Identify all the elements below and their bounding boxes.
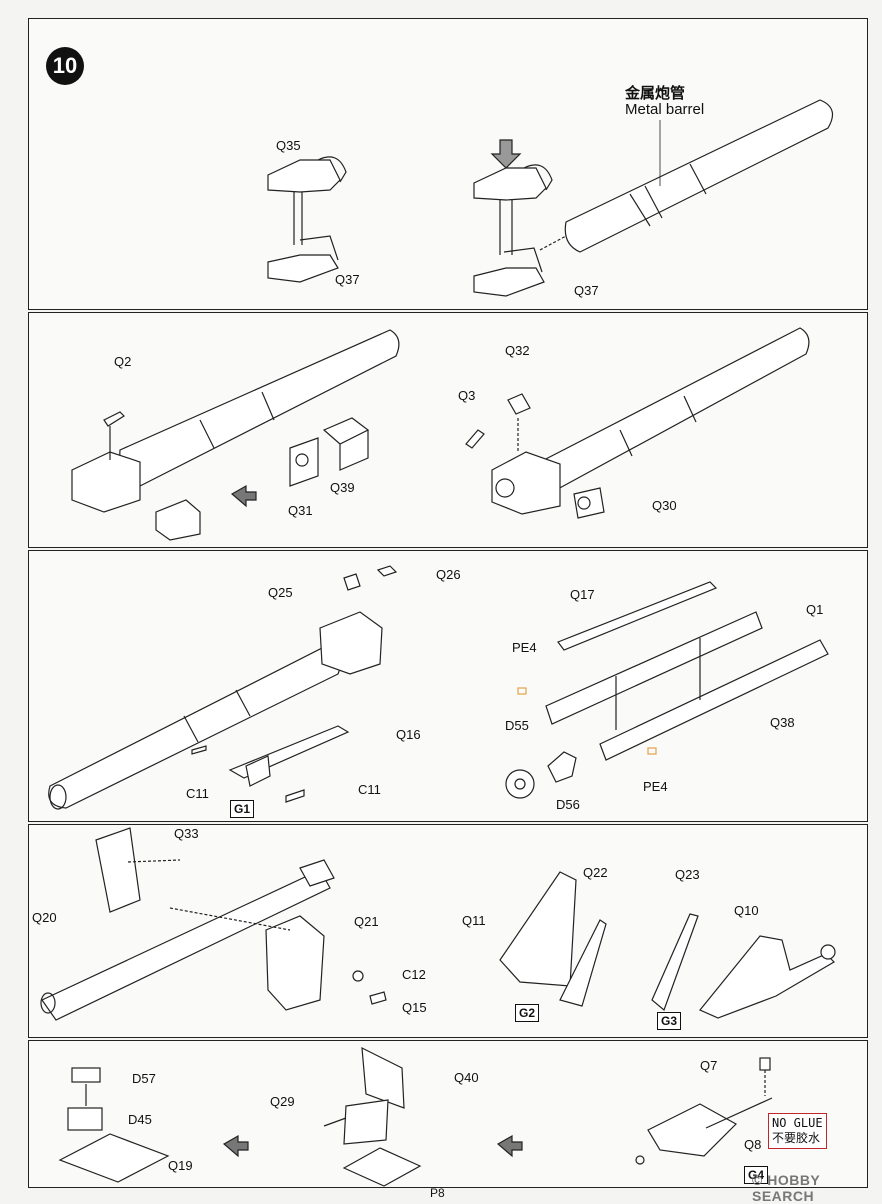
barrel-assembly-left-drawing <box>71 329 400 541</box>
part-label-q11: Q11 <box>462 913 486 928</box>
part-label-q21: Q21 <box>354 914 379 929</box>
no-glue-text-en: NO GLUE <box>772 1116 823 1130</box>
spade-g2-g3-drawing <box>499 871 836 1019</box>
part-label-q22: Q22 <box>583 865 608 880</box>
barrel-assembly-right-drawing <box>465 327 810 519</box>
subassembly-tag-g3: G3 <box>657 1012 682 1030</box>
metal-barrel-label-en: Metal barrel <box>625 101 705 118</box>
part-label-c11: C11 <box>358 782 381 797</box>
part-label-q25: Q25 <box>268 585 293 600</box>
no-glue-text-cn: 不要胶水 <box>772 1131 821 1145</box>
part-label-q23: Q23 <box>675 867 700 882</box>
subassembly-tag-g2: G2 <box>515 1004 540 1022</box>
part-label-q17: Q17 <box>570 587 595 602</box>
part-label-q37: Q37 <box>574 283 599 298</box>
hobby-search-watermark: © HOBBY SEARCH <box>752 1172 821 1204</box>
part-label-q33: Q33 <box>174 826 199 841</box>
part-label-q15: Q15 <box>402 1000 427 1015</box>
part-label-d56: D56 <box>556 797 580 812</box>
q37-breech-barrel-drawing <box>473 99 834 297</box>
part-label-q8: Q8 <box>744 1137 762 1152</box>
part-label-q39: Q39 <box>330 480 355 495</box>
part-label-q29: Q29 <box>270 1094 295 1109</box>
part-label-q20: Q20 <box>32 910 57 925</box>
part-label-pe4: PE4 <box>643 779 668 794</box>
part-label-c12: C12 <box>402 967 426 982</box>
step-panel-5 <box>28 1040 868 1188</box>
part-label-c11: C11 <box>186 786 209 801</box>
part-label-q3: Q3 <box>458 388 476 403</box>
no-glue-notice: NO GLUE 不要胶水 <box>768 1113 827 1149</box>
subassembly-tag-g4: G4 <box>744 1166 769 1184</box>
part-label-q16: Q16 <box>396 727 421 742</box>
part-label-d45: D45 <box>128 1112 152 1127</box>
part-label-q10: Q10 <box>734 903 759 918</box>
part-label-q7: Q7 <box>700 1058 718 1073</box>
part-label-d57: D57 <box>132 1071 156 1086</box>
part-label-q40: Q40 <box>454 1070 479 1085</box>
part-label-q2: Q2 <box>114 354 132 369</box>
page-number: P8 <box>430 1186 445 1200</box>
subassembly-tag-g1: G1 <box>230 800 255 818</box>
part-label-q26: Q26 <box>436 567 461 582</box>
part-label-q31: Q31 <box>288 503 313 518</box>
q35-q37-breech-drawing <box>267 156 347 283</box>
part-label-q19: Q19 <box>168 1158 193 1173</box>
part-label-q32: Q32 <box>505 343 530 358</box>
part-label-q1: Q1 <box>806 602 824 617</box>
panel5-assemblies-drawing <box>58 1046 773 1187</box>
trail-q20-assembly-drawing <box>40 827 387 1021</box>
part-label-q35: Q35 <box>276 138 301 153</box>
barrel-g1-drawing <box>48 565 398 810</box>
metal-barrel-label-cn: 金属炮管 <box>625 85 686 102</box>
trail-q1-q38-drawing <box>505 581 829 799</box>
part-label-d55: D55 <box>505 718 529 733</box>
step-number-badge: 10 <box>46 47 84 85</box>
part-label-q30: Q30 <box>652 498 677 513</box>
part-label-pe4: PE4 <box>512 640 537 655</box>
part-label-q37: Q37 <box>335 272 360 287</box>
part-label-q38: Q38 <box>770 715 795 730</box>
